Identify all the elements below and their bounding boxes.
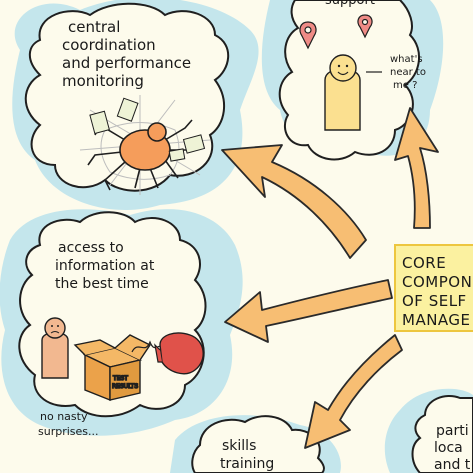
box-icon: TEST RESULTS xyxy=(73,334,152,402)
core-components-box: CORE COMPONE OF SELF MANAGE xyxy=(394,244,473,332)
spider-icon xyxy=(79,95,211,195)
caption-line-2: surprises... xyxy=(38,425,99,438)
partial-line-3: and t xyxy=(434,457,471,473)
central-line-1: central xyxy=(68,18,120,36)
central-line-2: coordination xyxy=(62,36,156,54)
skills-bubble: skills training xyxy=(220,438,274,472)
speech-line-1: what's xyxy=(390,54,423,65)
skills-line-2: training xyxy=(220,456,274,472)
access-line-1: access to xyxy=(58,240,124,256)
core-line-1: CORE xyxy=(402,254,446,272)
core-line-2: COMPONE xyxy=(402,273,473,291)
person-icon xyxy=(324,54,361,131)
speech-line-2: near to xyxy=(390,67,426,78)
core-line-3: OF SELF xyxy=(402,292,467,310)
arrow-to-skills xyxy=(304,334,403,449)
cloud-central xyxy=(24,2,230,192)
arrow-to-access xyxy=(224,279,393,343)
access-bubble: access to information at the best time T… xyxy=(38,240,204,438)
central-bubble-text: central coordination and performance mon… xyxy=(62,18,191,90)
flow-arrows xyxy=(221,107,439,449)
partial-line-1: parti xyxy=(436,423,469,439)
arrow-to-central xyxy=(221,144,367,259)
central-line-4: monitoring xyxy=(62,72,144,90)
person-icon xyxy=(41,317,69,379)
partial-line-2: loca xyxy=(434,440,463,456)
arrow-to-support xyxy=(394,107,439,229)
boxing-glove-icon xyxy=(154,332,204,375)
map-pin-icon xyxy=(299,14,373,50)
access-line-3: the best time xyxy=(55,276,149,292)
box-label-1: TEST xyxy=(112,375,128,382)
skills-line-1: skills xyxy=(222,438,256,454)
partial-bubble: parti loca and t xyxy=(434,423,471,473)
caption-line-1: no nasty xyxy=(40,410,88,423)
central-line-3: and performance xyxy=(62,54,191,72)
box-label-2: RESULTS xyxy=(112,383,138,390)
support-title: support xyxy=(325,0,375,8)
support-bubble: support what's near to me ? xyxy=(299,0,426,131)
core-line-4: MANAGE xyxy=(402,311,471,329)
cloud-partial xyxy=(411,395,473,473)
document-icon xyxy=(89,97,206,162)
speech-line-3: me ? xyxy=(393,80,417,91)
access-line-2: information at xyxy=(55,258,155,274)
